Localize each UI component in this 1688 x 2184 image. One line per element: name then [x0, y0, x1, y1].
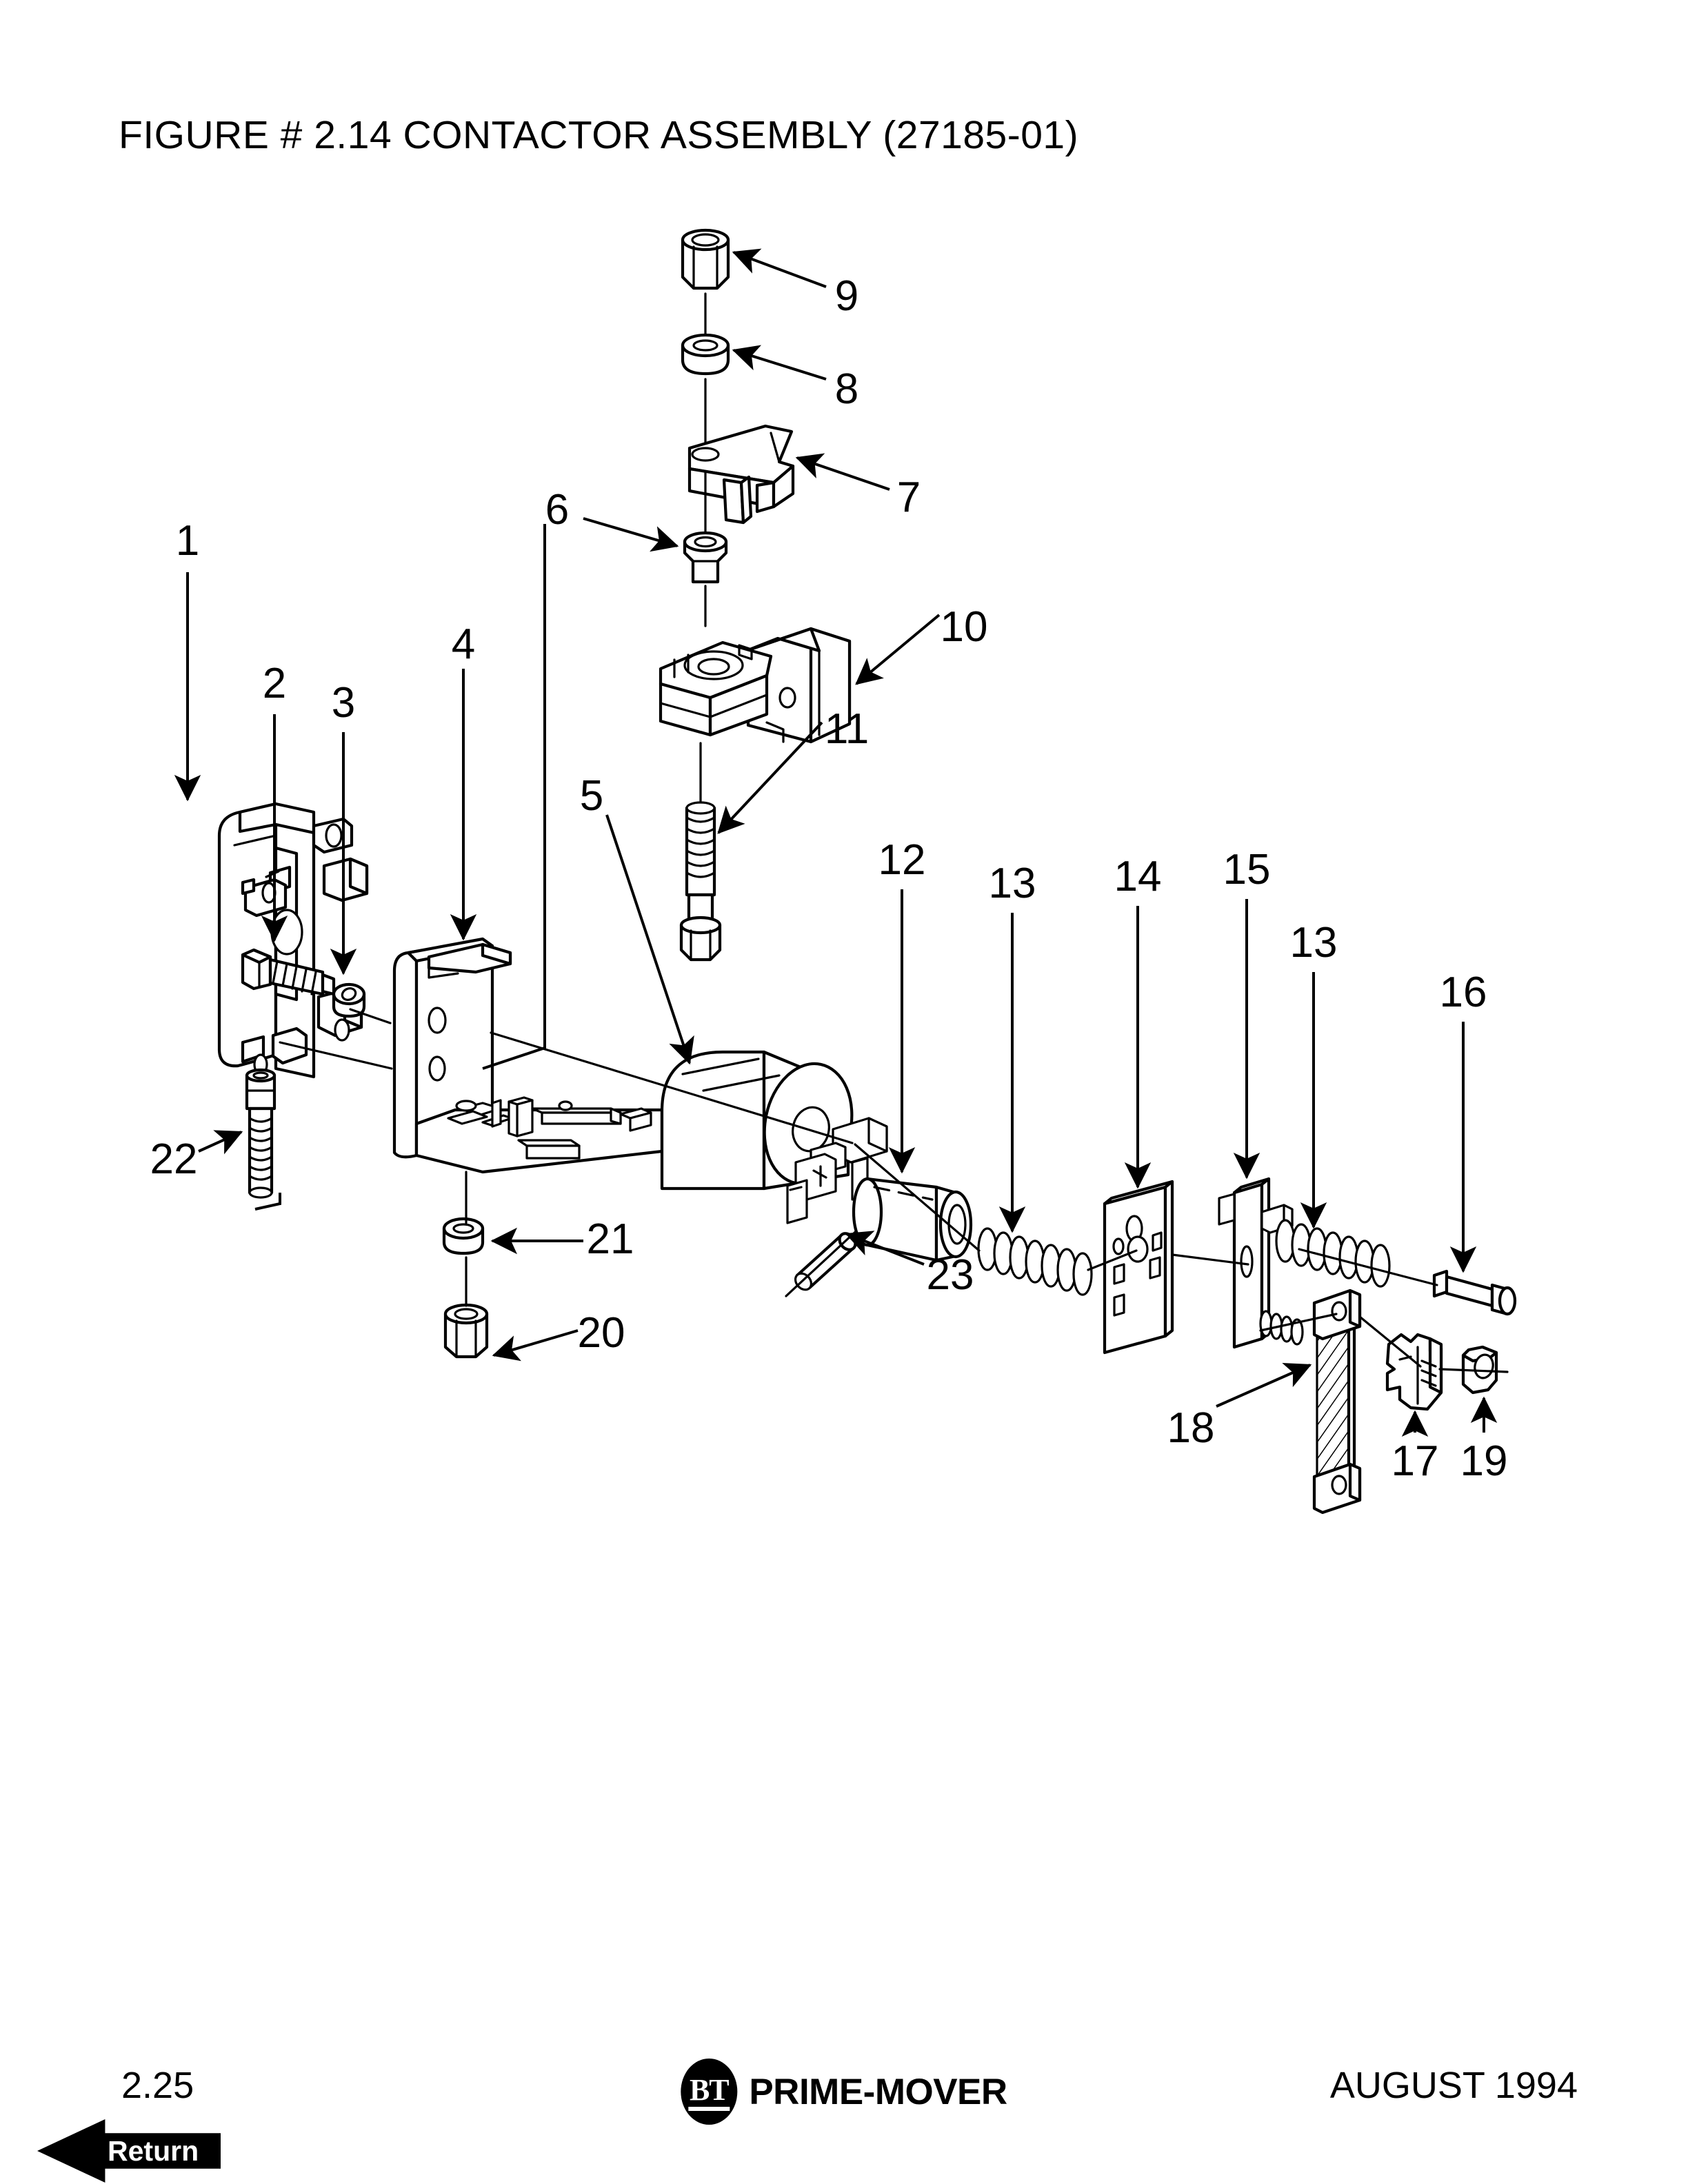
part-12-plunger-sleeve: [852, 1177, 973, 1262]
part-21-flat-washer: [442, 1217, 485, 1255]
part-16-clevis-pin: [1432, 1269, 1517, 1316]
callout-12: 12: [878, 836, 926, 884]
part-10-contact-block: [659, 627, 852, 744]
part-7-lever-arm: [687, 424, 795, 525]
callout-reference-lines: [254, 524, 546, 1211]
callout-numbers: 1 2 3 4 5 6 7 8 9 10 11 12 13 14 15 13 1…: [150, 272, 1508, 1485]
page-number: 2.25: [121, 2065, 194, 2106]
return-button-label: Return: [108, 2134, 199, 2167]
part-9-hex-nut: [681, 228, 730, 290]
callout-leaders: [174, 248, 1498, 1437]
callout-5: 5: [580, 772, 603, 820]
callout-7: 7: [897, 474, 921, 521]
callout-13a: 13: [989, 860, 1036, 907]
brand-logo: BT PRIME-MOVER: [681, 2059, 1007, 2125]
return-button[interactable]: Return: [37, 2119, 221, 2183]
bt-monogram-text: BT: [689, 2073, 730, 2107]
part-13-compression-spring-1: [977, 1227, 1093, 1296]
part-6-grommet: [683, 531, 728, 584]
part-13-compression-spring-2: [1275, 1219, 1391, 1288]
part-4-mounting-bracket: [392, 937, 664, 1174]
exploded-parts-diagram: 1 2 3 4 5 6 7 8 9 10 11 12 13 14 15 13 1…: [0, 159, 1688, 1923]
part-18-braided-shunt-strap: [1312, 1288, 1362, 1515]
callout-4: 4: [452, 620, 475, 668]
bt-monogram-underbar: [688, 2107, 730, 2111]
callout-22: 22: [150, 1135, 198, 1183]
callout-10: 10: [941, 603, 988, 651]
callout-8: 8: [835, 365, 858, 413]
brand-name: PRIME-MOVER: [749, 2071, 1007, 2112]
callout-20: 20: [578, 1309, 625, 1357]
callout-3: 3: [332, 679, 355, 727]
callout-11: 11: [825, 705, 869, 753]
bt-monogram-icon: BT: [681, 2059, 738, 2125]
callout-15: 15: [1223, 846, 1271, 893]
callout-13b: 13: [1290, 919, 1338, 967]
callout-21: 21: [587, 1215, 634, 1263]
part-14-insulator-plate: [1103, 1180, 1174, 1355]
callout-23: 23: [927, 1251, 974, 1299]
part-11-hex-head-bolt: [679, 801, 722, 962]
figure-title: FIGURE # 2.14 CONTACTOR ASSEMBLY (27185-…: [119, 113, 1079, 157]
part-20-hex-nut: [443, 1303, 489, 1359]
callout-16: 16: [1440, 969, 1487, 1016]
part-17-terminal-clip: [1385, 1333, 1443, 1411]
callout-1: 1: [176, 517, 199, 565]
callout-19: 19: [1460, 1437, 1508, 1485]
assembly-axis-lines: [279, 1008, 1509, 1373]
callout-17: 17: [1391, 1437, 1439, 1485]
part-13-small-spring-lower: [1259, 1310, 1304, 1346]
callout-6: 6: [545, 486, 569, 534]
part-5-coil: [660, 1050, 888, 1224]
publication-date: AUGUST 1994: [1329, 2065, 1578, 2106]
callout-9: 9: [835, 272, 858, 320]
part-8-flat-washer: [681, 333, 730, 376]
part-22-socket-head-cap-screw: [245, 1068, 277, 1199]
callout-2: 2: [263, 660, 286, 707]
callout-18: 18: [1167, 1404, 1215, 1452]
callout-14: 14: [1114, 853, 1162, 900]
